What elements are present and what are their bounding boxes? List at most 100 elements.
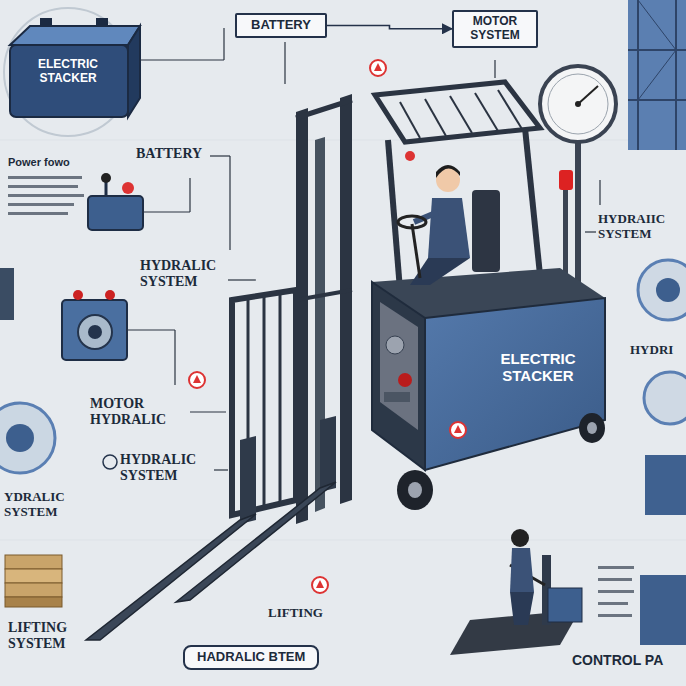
truck-body [372, 282, 425, 470]
part-label-text: LIFTING SYSTEM [8, 620, 67, 651]
illegible-print [598, 578, 632, 581]
overhead-guard [475, 93, 498, 131]
warning-callout [189, 60, 466, 593]
battery-box-icon [0, 268, 14, 320]
racking [637, 0, 639, 150]
load-backrest [263, 295, 266, 508]
battery-pack-icon [4, 8, 224, 136]
racking [628, 49, 686, 51]
leader-line [494, 60, 495, 78]
system-box: BATTERY [235, 13, 327, 38]
mast [296, 100, 352, 118]
walkie-stacker [548, 588, 582, 622]
operator [472, 190, 500, 272]
part-label: HYDRAIIC SYSTEM [598, 212, 680, 242]
hydraulic-icons [640, 575, 686, 645]
truck-body [380, 302, 418, 430]
illegible-print [8, 176, 82, 179]
part-label: BATTERY [136, 146, 226, 162]
part-label-text: HYDRALIC SYSTEM [120, 452, 196, 483]
part-label: HYDRI [630, 343, 682, 358]
illegible-print [598, 602, 628, 605]
warning-callout [405, 151, 415, 161]
part-label: ELECTRIC STACKER [16, 58, 120, 86]
warning-callout [189, 372, 205, 388]
battery-box-icon [62, 300, 127, 360]
racking [638, 50, 676, 100]
hydraulic-icons [645, 455, 686, 515]
walkie-stacker [510, 548, 534, 592]
truck-body [386, 336, 404, 354]
illegible-print [598, 566, 634, 569]
battery-pack-icon [10, 26, 140, 45]
control-box-icon [88, 196, 143, 230]
pressure-gauge [548, 74, 608, 134]
mast [296, 290, 352, 300]
leader-line [190, 42, 600, 470]
walkie-stacker [511, 529, 529, 547]
forks [86, 514, 256, 640]
illegible-print [8, 194, 84, 197]
wheels [397, 470, 433, 510]
part-label-text: CONTROL PA [572, 652, 663, 668]
part-label: CONTROL PA [572, 652, 680, 668]
forks [176, 482, 336, 602]
pressure-gauge [540, 66, 616, 142]
forks [86, 416, 336, 640]
truck-body [425, 298, 605, 470]
pallet-stack [5, 555, 62, 607]
part-label-text: YDRALIC SYSTEM [4, 489, 65, 519]
battery-box-icon [73, 290, 83, 300]
wheels [587, 422, 597, 434]
warning-callout [370, 60, 386, 76]
racking [628, 0, 686, 150]
mast [340, 94, 352, 504]
warning-callout [374, 63, 382, 71]
wheels [579, 413, 605, 443]
part-label: LIFTING [268, 606, 338, 621]
warning-callout [193, 375, 201, 383]
leader-line [228, 279, 256, 280]
hydraulic-icons [656, 278, 680, 302]
leader-line [284, 42, 285, 84]
part-label-text: HYDRAIIC SYSTEM [598, 211, 665, 241]
part-label: YDRALIC SYSTEM [4, 490, 84, 520]
truck-body [372, 268, 605, 470]
part-label-text: LIFTING [268, 605, 323, 620]
operator [428, 198, 470, 258]
paper-ground [0, 540, 686, 541]
racking [628, 99, 686, 101]
wheel-icon [0, 403, 55, 473]
part-label-text: ELECTRIC STACKER [501, 350, 576, 384]
control-box-icon [229, 156, 230, 250]
pressure-gauge [559, 170, 573, 190]
battery-pack-icon [223, 28, 224, 60]
hydraulic-icons [644, 372, 686, 424]
control-box-icon [143, 211, 190, 212]
battery-box-icon [78, 315, 112, 349]
control-box-icon [88, 156, 230, 250]
wheel-icon [6, 424, 34, 452]
part-label-text: HYDRI [630, 342, 673, 357]
walkie-stacker [450, 529, 582, 655]
wheels [408, 482, 422, 498]
warning-callout [454, 425, 462, 433]
part-label-text: Power fowo [8, 156, 70, 168]
truck-body [384, 392, 410, 402]
wheel-icon [103, 455, 117, 469]
flow-connector [327, 25, 452, 28]
box-text: BATTERY [251, 18, 311, 33]
battery-box-icon [105, 290, 115, 300]
part-label: HYDRALIC SYSTEM [140, 258, 250, 290]
pressure-gauge [575, 101, 581, 107]
system-box: MOTOR SYSTEM [452, 10, 538, 48]
leader-line [214, 469, 228, 470]
illegible-print [598, 614, 632, 617]
forks [240, 436, 256, 524]
forks [320, 416, 336, 492]
warning-callout [312, 577, 328, 593]
battery-pack-icon [40, 18, 52, 27]
